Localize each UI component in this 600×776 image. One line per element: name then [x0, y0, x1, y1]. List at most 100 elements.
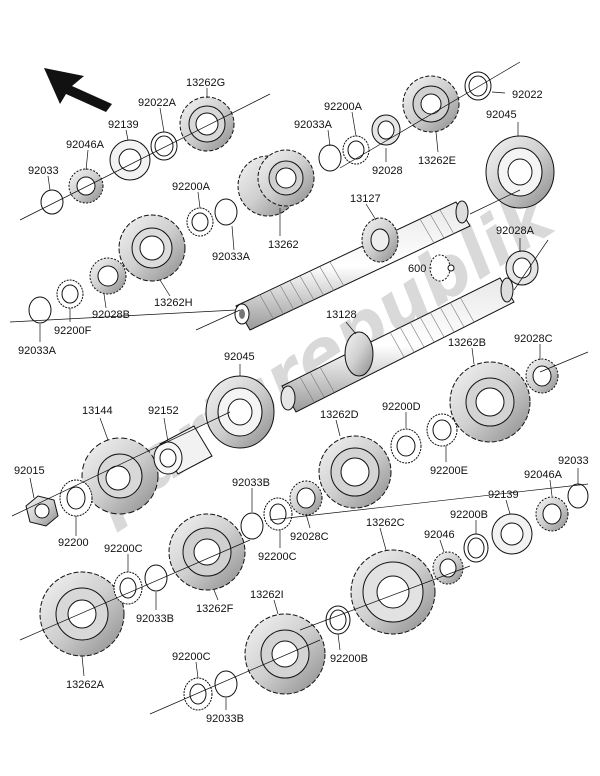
bearing-92045-top [485, 135, 555, 209]
label-92200F: 92200F [54, 325, 92, 337]
label-92033B-bottom: 92033B [206, 713, 244, 725]
washer-92022A [150, 131, 178, 161]
label-92200C-bottom: 92200C [172, 651, 211, 663]
needle-bearing-92028C-mid [289, 480, 323, 516]
circlip-92033B-mid [240, 512, 264, 540]
label-13262H: 13262H [154, 297, 193, 309]
label-92200A-top: 92200A [324, 101, 363, 113]
circlip-92033A-left [28, 296, 52, 324]
label-92200D: 92200D [382, 401, 421, 413]
label-92046A-top: 92046A [66, 139, 105, 151]
needle-bearing-92028C-right [525, 358, 559, 394]
bushing-92028A [505, 250, 539, 286]
label-13144: 13144 [82, 405, 113, 417]
circlip-92033A-mid [214, 198, 238, 226]
label-13262E: 13262E [418, 155, 456, 167]
label-92028C-mid: 92028C [290, 531, 329, 543]
label-92033A-left: 92033A [18, 345, 57, 357]
label-13127: 13127 [350, 193, 381, 205]
label-92200B-bottom: 92200B [330, 653, 368, 665]
label-13262G: 13262G [186, 77, 225, 89]
washer-92200B-bottom [325, 605, 351, 635]
bearing-92045-mid [205, 375, 275, 449]
circlip-92033B-left [144, 564, 168, 592]
gear-13262 [237, 149, 315, 217]
gear-13262B [449, 361, 531, 443]
label-13262F: 13262F [196, 603, 234, 615]
label-92200-left: 92200 [58, 537, 89, 549]
label-13262C: 13262C [366, 517, 405, 529]
label-13128: 13128 [326, 309, 357, 321]
label-92033A-mid: 92033A [212, 251, 251, 263]
leader-lines [29, 88, 579, 710]
label-92045-top: 92045 [486, 109, 517, 121]
needle-bearing-92046A-top [68, 168, 104, 204]
label-92200B-right: 92200B [450, 509, 488, 521]
gear-13262F [168, 513, 246, 591]
circlip-92033B-bottom [214, 670, 238, 698]
washer-92200F [56, 279, 84, 309]
arrow-icon [44, 68, 112, 112]
collar-92152 [153, 425, 213, 475]
collar-92139-top [109, 139, 151, 181]
gear-13262E [402, 75, 460, 133]
needle-bearing-92046 [432, 551, 464, 585]
label-92139-top: 92139 [108, 119, 139, 131]
collar-92139-right [491, 513, 533, 555]
washer-92200C-mid [263, 497, 293, 531]
label-92028B: 92028B [92, 309, 130, 321]
gear-13262I [244, 613, 326, 695]
label-92139-right: 92139 [488, 489, 519, 501]
label-92046: 92046 [424, 529, 455, 541]
washer-92022 [464, 71, 492, 101]
label-92200A-mid: 92200A [172, 181, 211, 193]
label-600: 600 [408, 263, 426, 275]
gear-13262G [179, 96, 235, 152]
label-92022: 92022 [512, 89, 543, 101]
needle-bearing-92046A-right [535, 496, 569, 532]
washer-92200A-mid [186, 207, 214, 237]
washer-92200D [390, 428, 422, 464]
gear-13262H [118, 214, 186, 282]
washer-92200C-left [113, 571, 143, 605]
label-13262A: 13262A [66, 679, 105, 691]
label-92033A-top: 92033A [294, 119, 333, 131]
label-13262D: 13262D [320, 409, 359, 421]
shaft-13127 [234, 200, 471, 331]
label-92028C-right: 92028C [514, 333, 553, 345]
circlip-92033-right [567, 483, 589, 509]
label-92200E: 92200E [430, 465, 468, 477]
label-92200C-left: 92200C [104, 543, 143, 555]
nut-92015 [25, 495, 59, 527]
label-92046A-right: 92046A [524, 469, 563, 481]
label-92033B-left: 92033B [136, 613, 174, 625]
label-92028A: 92028A [496, 225, 535, 237]
assembly-lines [9, 61, 589, 715]
washer-92200C-bottom [183, 677, 213, 711]
part-labels: 13262G 92022A 92139 92046A 92033 92200A … [14, 77, 589, 725]
gear-13262D [318, 435, 392, 509]
label-92015: 92015 [14, 465, 45, 477]
needle-bearing-92028B [89, 257, 127, 295]
label-92045-mid: 92045 [224, 351, 255, 363]
gear-13262A [39, 571, 125, 657]
washer-92200B-right [463, 533, 489, 563]
label-92200C-mid: 92200C [258, 551, 297, 563]
label-13262: 13262 [268, 239, 299, 251]
shaft-13128 [280, 277, 515, 413]
label-13262B: 13262B [448, 337, 486, 349]
gear-13262C [350, 549, 436, 635]
washer-92200A-top [342, 135, 370, 165]
circlip-92033A-top [318, 144, 342, 172]
label-92152: 92152 [148, 405, 179, 417]
label-13262I: 13262I [250, 589, 284, 601]
label-92033B-mid: 92033B [232, 477, 270, 489]
washer-92200E [426, 413, 458, 447]
label-92033-right: 92033 [558, 455, 589, 467]
bushing-92028-top [371, 114, 401, 146]
label-92022A: 92022A [138, 97, 177, 109]
label-92033-top: 92033 [28, 165, 59, 177]
label-92028-top: 92028 [372, 165, 403, 177]
gear-13144-sprocket [81, 437, 159, 515]
